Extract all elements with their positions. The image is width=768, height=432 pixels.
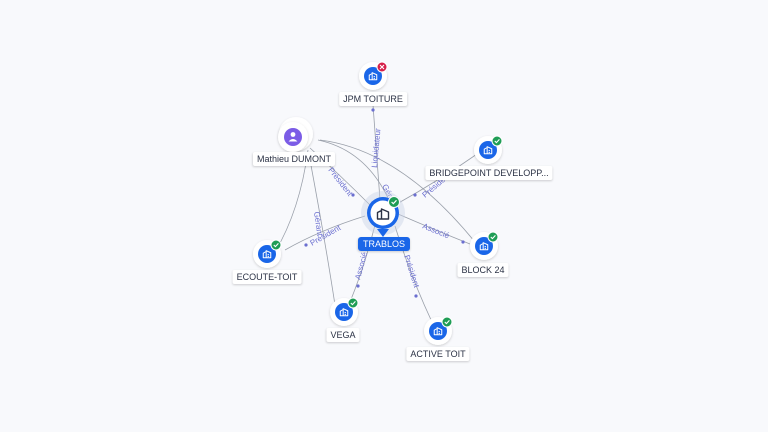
- active-status-icon: [491, 135, 503, 147]
- node-block-24[interactable]: [470, 231, 499, 260]
- node-bridgepoint[interactable]: [474, 135, 503, 164]
- node-label-vega[interactable]: VEGA: [326, 328, 360, 342]
- node-label-bridgepoint[interactable]: BRIDGEPOINT DEVELOPP...: [425, 166, 553, 180]
- node-vega[interactable]: [330, 297, 359, 326]
- active-status-icon: [270, 239, 282, 251]
- edge-trablos-jpm: [372, 104, 381, 201]
- active-status-icon: [388, 196, 400, 208]
- edge-trablos-ecoute: [284, 215, 366, 251]
- building-icon: [376, 208, 390, 220]
- edge-label-associe-vega: Associé: [353, 251, 369, 281]
- edge-mathieu-trablos-2: [317, 139, 389, 199]
- edge-trablos-vega: [349, 224, 376, 303]
- edge-label-liquidateur: Liquidateur: [370, 128, 382, 169]
- node-trablos[interactable]: [361, 191, 405, 237]
- active-status-icon: [487, 231, 499, 243]
- node-mathieu-dumont[interactable]: [278, 117, 313, 152]
- node-active-toit[interactable]: [424, 316, 453, 345]
- edge-label-gerant-ecoute: Gérant: [312, 211, 324, 237]
- node-ecoute-toit[interactable]: [253, 239, 282, 268]
- edge-mathieu-vega: [309, 159, 336, 306]
- node-jpm-toiture[interactable]: [359, 61, 388, 90]
- active-status-icon: [441, 316, 453, 328]
- edge-label-associe-block24: Associé: [421, 222, 451, 241]
- edge-label-president-mathieu: Président: [326, 166, 354, 199]
- edge-mathieu-block24: [319, 139, 476, 243]
- node-label-mathieu-dumont[interactable]: Mathieu DUMONT: [252, 152, 336, 166]
- closed-status-icon: [376, 61, 388, 73]
- node-label-jpm-toiture[interactable]: JPM TOITURE: [339, 92, 407, 106]
- edge-trablos-active: [394, 225, 433, 323]
- node-label-trablos[interactable]: TRABLOS: [357, 237, 411, 251]
- node-label-active-toit[interactable]: ACTIVE TOIT: [406, 347, 470, 361]
- edge-label-president-active: Président: [402, 254, 421, 290]
- active-status-icon: [347, 297, 359, 309]
- edges: [274, 104, 481, 323]
- node-label-block-24[interactable]: BLOCK 24: [457, 263, 509, 277]
- person-icon: [288, 132, 298, 142]
- node-label-ecoute-toit[interactable]: ECOUTE-TOIT: [232, 270, 302, 284]
